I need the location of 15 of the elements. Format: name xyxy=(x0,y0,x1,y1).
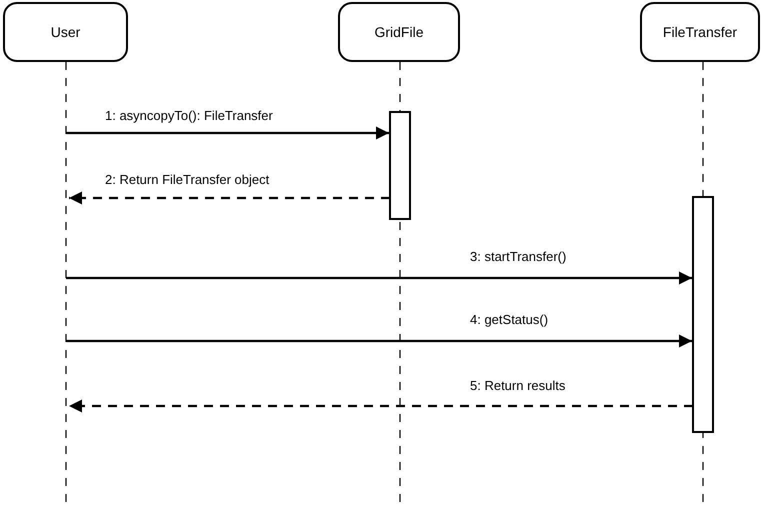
lifeline-head: FileTransfer xyxy=(640,2,760,62)
message-label: 2: Return FileTransfer object xyxy=(105,172,270,187)
message-arrow xyxy=(66,126,389,140)
message-label: 5: Return results xyxy=(470,378,566,393)
message-label: 4: getStatus() xyxy=(470,312,548,327)
message-label: 1: asyncopyTo(): FileTransfer xyxy=(105,108,273,123)
message-arrow xyxy=(69,399,693,413)
message-arrow xyxy=(66,271,692,285)
message-arrow xyxy=(66,334,692,348)
message-label: 3: startTransfer() xyxy=(470,249,566,264)
message-arrow xyxy=(69,191,390,205)
lifeline-head: GridFile xyxy=(338,2,460,62)
activation-bar xyxy=(389,111,411,220)
activation-bar xyxy=(692,196,714,433)
lifeline-head: User xyxy=(3,2,128,62)
